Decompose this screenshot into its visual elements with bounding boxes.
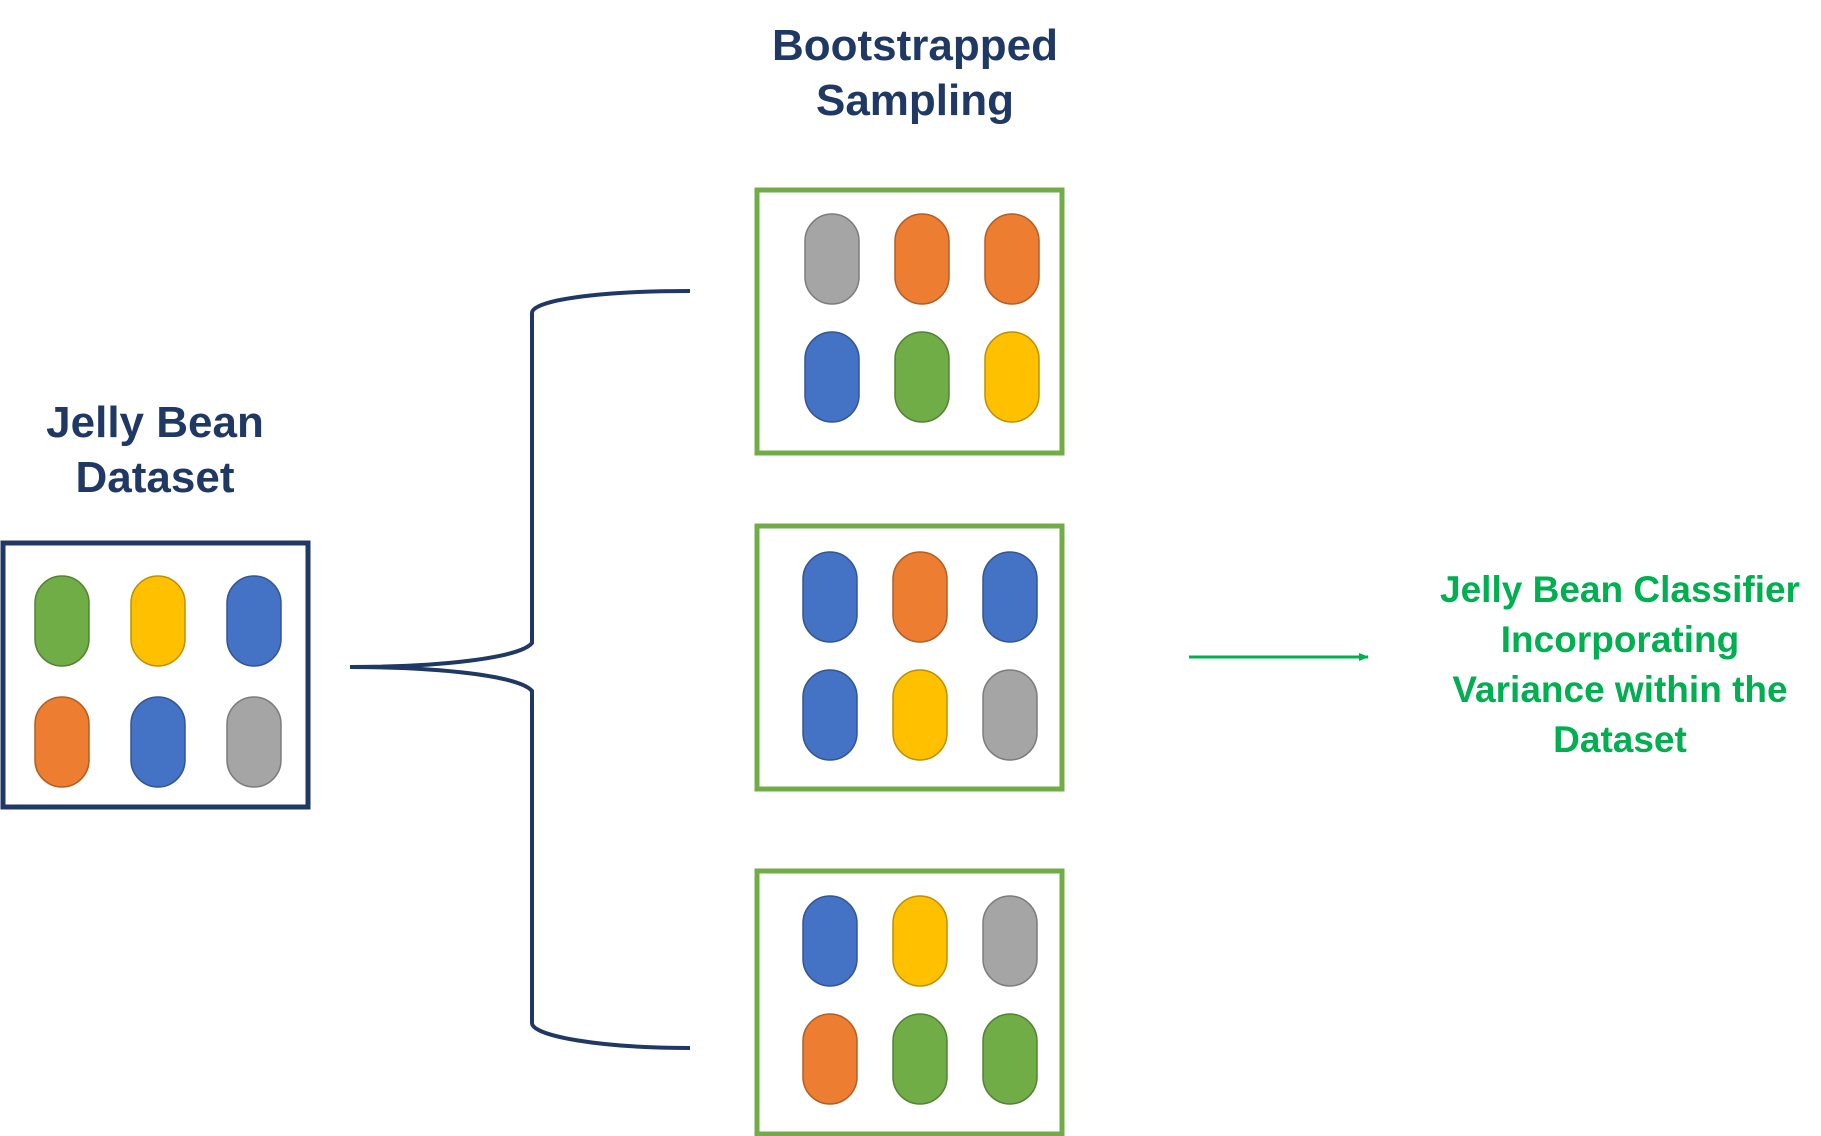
jelly-bean-green	[892, 1013, 948, 1105]
dataset-title: Jelly Bean Dataset	[30, 395, 280, 505]
dataset-beans	[34, 575, 282, 788]
classifier-label: Jelly Bean Classifier Incorporating Vari…	[1420, 565, 1820, 765]
jelly-bean-gray	[982, 895, 1038, 987]
jelly-bean-orange	[802, 1013, 858, 1105]
jelly-bean-blue	[802, 895, 858, 987]
jelly-bean-green	[982, 1013, 1038, 1105]
jelly-bean-blue	[802, 551, 858, 643]
jelly-bean-yellow	[130, 575, 186, 667]
split-bracket	[349, 665, 691, 1050]
sampling-title: Bootstrapped Sampling	[740, 18, 1090, 128]
jelly-bean-orange	[892, 551, 948, 643]
dataset-title-line: Dataset	[75, 453, 235, 502]
classifier-label-line: Jelly Bean Classifier	[1440, 569, 1800, 610]
jelly-bean-green	[894, 331, 950, 423]
jelly-bean-orange	[894, 213, 950, 305]
jelly-bean-blue	[226, 575, 282, 667]
jelly-bean-blue	[982, 551, 1038, 643]
split-bracket	[349, 289, 691, 669]
jelly-bean-gray	[804, 213, 860, 305]
jelly-bean-gray	[226, 696, 282, 788]
jelly-bean-yellow	[984, 331, 1040, 423]
jelly-bean-blue	[130, 696, 186, 788]
sampling-title-line: Bootstrapped	[772, 21, 1058, 70]
jelly-bean-yellow	[892, 669, 948, 761]
jelly-bean-yellow	[892, 895, 948, 987]
jelly-bean-orange	[984, 213, 1040, 305]
jelly-bean-green	[34, 575, 90, 667]
classifier-label-line: Incorporating	[1500, 618, 1740, 660]
sample-beans	[802, 213, 1040, 1105]
sampling-title-line: Sampling	[815, 76, 1015, 125]
jelly-bean-orange	[34, 696, 90, 788]
jelly-bean-blue	[802, 669, 858, 761]
jelly-bean-blue	[804, 331, 860, 423]
jelly-bean-gray	[982, 669, 1038, 761]
classifier-label-line: Variance within the	[1452, 668, 1788, 710]
dataset-title-line: Jelly Bean	[46, 398, 264, 447]
classifier-label-line: Dataset	[1553, 718, 1687, 760]
